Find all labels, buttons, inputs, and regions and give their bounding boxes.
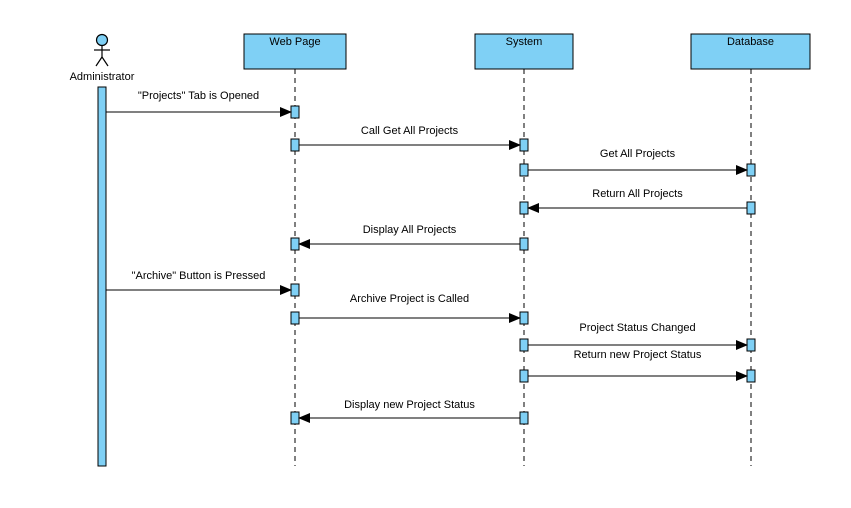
actor-left-leg [95,56,103,67]
message-label: "Archive" Button is Pressed [132,270,266,282]
activation-box-db [746,369,756,383]
activation-box-web [290,138,300,152]
activation-box-sys [519,411,529,425]
message-label: Get All Projects [600,148,676,160]
activation-bar-admin [97,86,107,467]
participant-label-db: Database [727,36,774,48]
participant-box-web [243,33,347,70]
participant-box-db [690,33,811,70]
activation-box-web [290,411,300,425]
actor-label: Administrator [70,71,135,83]
activation-box-web [290,105,300,119]
activation-box-db [746,201,756,215]
participant-label-sys: System [506,36,543,48]
message-label: Call Get All Projects [361,125,459,137]
actor-right-leg [101,56,109,67]
participant-box-sys [474,33,574,70]
activation-box-db [746,163,756,177]
activation-box-sys [519,338,529,352]
message-label: Project Status Changed [579,322,695,334]
activation-box-db [746,338,756,352]
activation-box-sys [519,163,529,177]
activation-box-sys [519,311,529,325]
message-label: Archive Project is Called [350,293,469,305]
activation-box-sys [519,201,529,215]
message-label: Return new Project Status [574,349,702,361]
participant-label-web: Web Page [269,36,320,48]
activation-box-sys [519,237,529,251]
message-label: Display new Project Status [344,399,475,411]
activation-box-sys [519,138,529,152]
message-label: Display All Projects [363,224,457,236]
message-label: "Projects" Tab is Opened [138,90,259,102]
stick-figure-icon [94,33,110,67]
activation-box-sys [519,369,529,383]
actor-head [95,33,109,47]
message-label: Return All Projects [592,188,683,200]
activation-box-web [290,237,300,251]
activation-box-web [290,311,300,325]
activation-box-web [290,283,300,297]
